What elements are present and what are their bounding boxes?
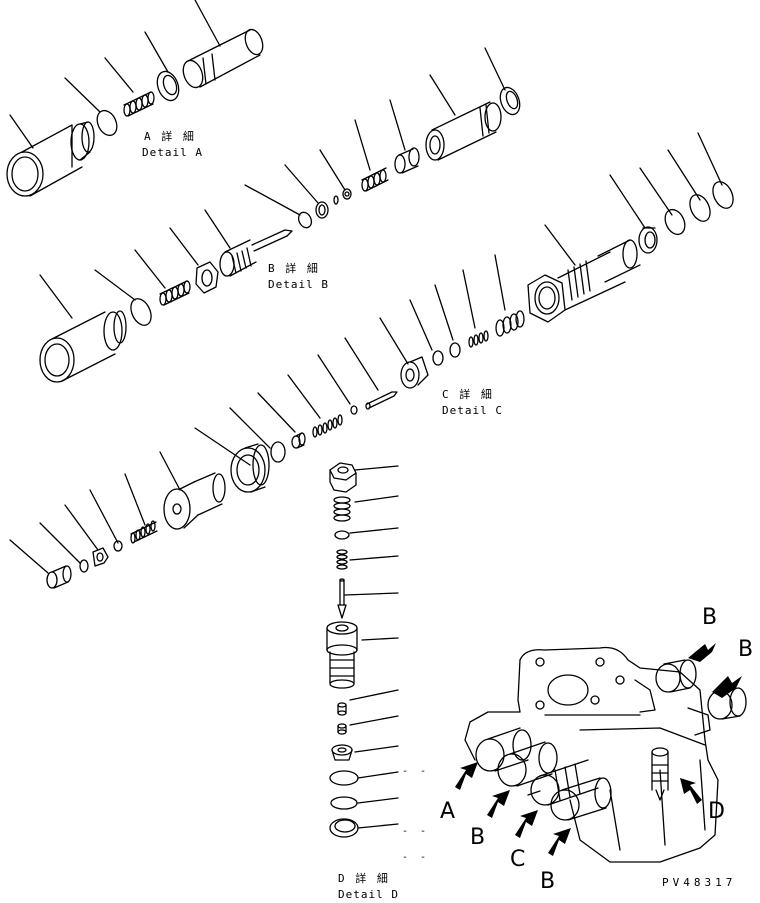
- arrow-d: [680, 778, 702, 804]
- o-ring-d3: [330, 796, 358, 810]
- detail-c-lower-group: [9, 337, 398, 589]
- bushing-b: [394, 147, 420, 174]
- spring-b2: [361, 167, 389, 192]
- piston-cl: [163, 472, 226, 530]
- detail-d-group: [326, 462, 399, 838]
- nut-b: [195, 261, 219, 294]
- nut-c: [400, 356, 429, 389]
- plug-d: [331, 744, 353, 761]
- spool-c-view: [527, 759, 599, 806]
- sleeve-b: [425, 101, 502, 161]
- cap-plug-b: [39, 310, 127, 383]
- o-ring-b2: [297, 211, 313, 229]
- view-letter-b-top2: B: [738, 637, 754, 662]
- plug-c: [46, 565, 72, 589]
- seal-b: [333, 195, 339, 205]
- spring-d: [333, 496, 351, 522]
- detail-a-label-en: Detail A: [142, 146, 203, 159]
- view-letter-c: C: [510, 847, 526, 872]
- needle-d: [337, 578, 347, 619]
- o-ring-c3: [689, 194, 711, 222]
- o-ring-c4: [712, 181, 734, 209]
- top-plugs-view: [634, 659, 747, 736]
- view-letter-b-left: B: [470, 825, 486, 850]
- view-letter-d: D: [708, 799, 725, 824]
- cap-plug-a: [6, 121, 95, 197]
- plunger-b: [219, 229, 293, 277]
- seat-d: [337, 702, 347, 716]
- ring-d: [329, 818, 359, 838]
- spring-c: [468, 330, 489, 348]
- ball-d: [337, 723, 347, 735]
- detail-a-label-jp: A 詳 細: [144, 130, 196, 143]
- detail-a-group: [6, 0, 264, 197]
- ring-b2: [315, 201, 329, 219]
- detail-b-label-en: Detail B: [268, 278, 329, 291]
- arrow-b-left: [487, 790, 510, 818]
- o-ring-cl2: [270, 441, 286, 463]
- spring-a: [123, 91, 155, 117]
- view-arrows: [455, 643, 742, 856]
- o-ring-c: [432, 350, 444, 366]
- spring-cl: [130, 520, 158, 544]
- o-ring-a: [96, 109, 118, 137]
- detail-d-label-jp: D 詳 細: [338, 872, 390, 885]
- spring-d2: [336, 549, 348, 570]
- valve-body-d: [326, 621, 358, 689]
- drawing-number: PV48317: [662, 876, 737, 889]
- ring-b3: [499, 86, 521, 116]
- o-ring-b: [130, 298, 152, 326]
- flange-cl: [230, 443, 270, 493]
- nut-d: [329, 462, 357, 493]
- seal-c: [449, 342, 461, 358]
- detail-b-label-jp: B 詳 細: [268, 262, 320, 275]
- dash-3: - -: [402, 852, 430, 863]
- detail-c-group: [379, 132, 734, 389]
- sleeve-a: [182, 28, 264, 89]
- seal-cl: [113, 540, 123, 552]
- arrow-b-top1: [688, 643, 716, 662]
- spool-a-view: [475, 727, 532, 772]
- spool-d-view: [651, 747, 669, 801]
- o-ring-d2: [329, 770, 359, 786]
- o-ring-d: [334, 530, 350, 540]
- seal-cl2: [350, 405, 358, 415]
- ring-c: [638, 226, 658, 254]
- arrow-c: [515, 810, 538, 838]
- detail-c-label-en: Detail C: [442, 404, 503, 417]
- dash-2: - -: [402, 826, 430, 837]
- arrow-a: [455, 762, 478, 790]
- arrow-b-bottom: [548, 828, 571, 856]
- ball-b: [342, 188, 352, 200]
- detail-d-label-en: Detail D: [338, 888, 399, 901]
- view-letter-b-top1: B: [702, 605, 718, 630]
- o-ring-c2: [664, 208, 686, 236]
- pin-cl: [365, 391, 398, 410]
- o-ring-cl1: [79, 559, 89, 573]
- view-letter-b-bottom: B: [540, 869, 556, 894]
- view-letter-a: A: [440, 799, 456, 824]
- detail-b-group: [39, 47, 521, 383]
- spool-b-bottom-view: [550, 777, 612, 821]
- detail-c-label-jp: C 詳 細: [442, 388, 494, 401]
- spring-cl2: [312, 414, 343, 438]
- nut-cl: [92, 547, 109, 567]
- coil-c: [495, 310, 525, 337]
- arrow-b-top2: [712, 676, 742, 698]
- spool-b-view: [497, 741, 558, 787]
- control-valve-assembly: [464, 646, 747, 863]
- dash-1: - -: [402, 766, 430, 777]
- housing-c: [527, 239, 641, 323]
- bushing-cl: [291, 432, 306, 449]
- ring-a: [156, 70, 180, 102]
- spring-b: [159, 280, 191, 306]
